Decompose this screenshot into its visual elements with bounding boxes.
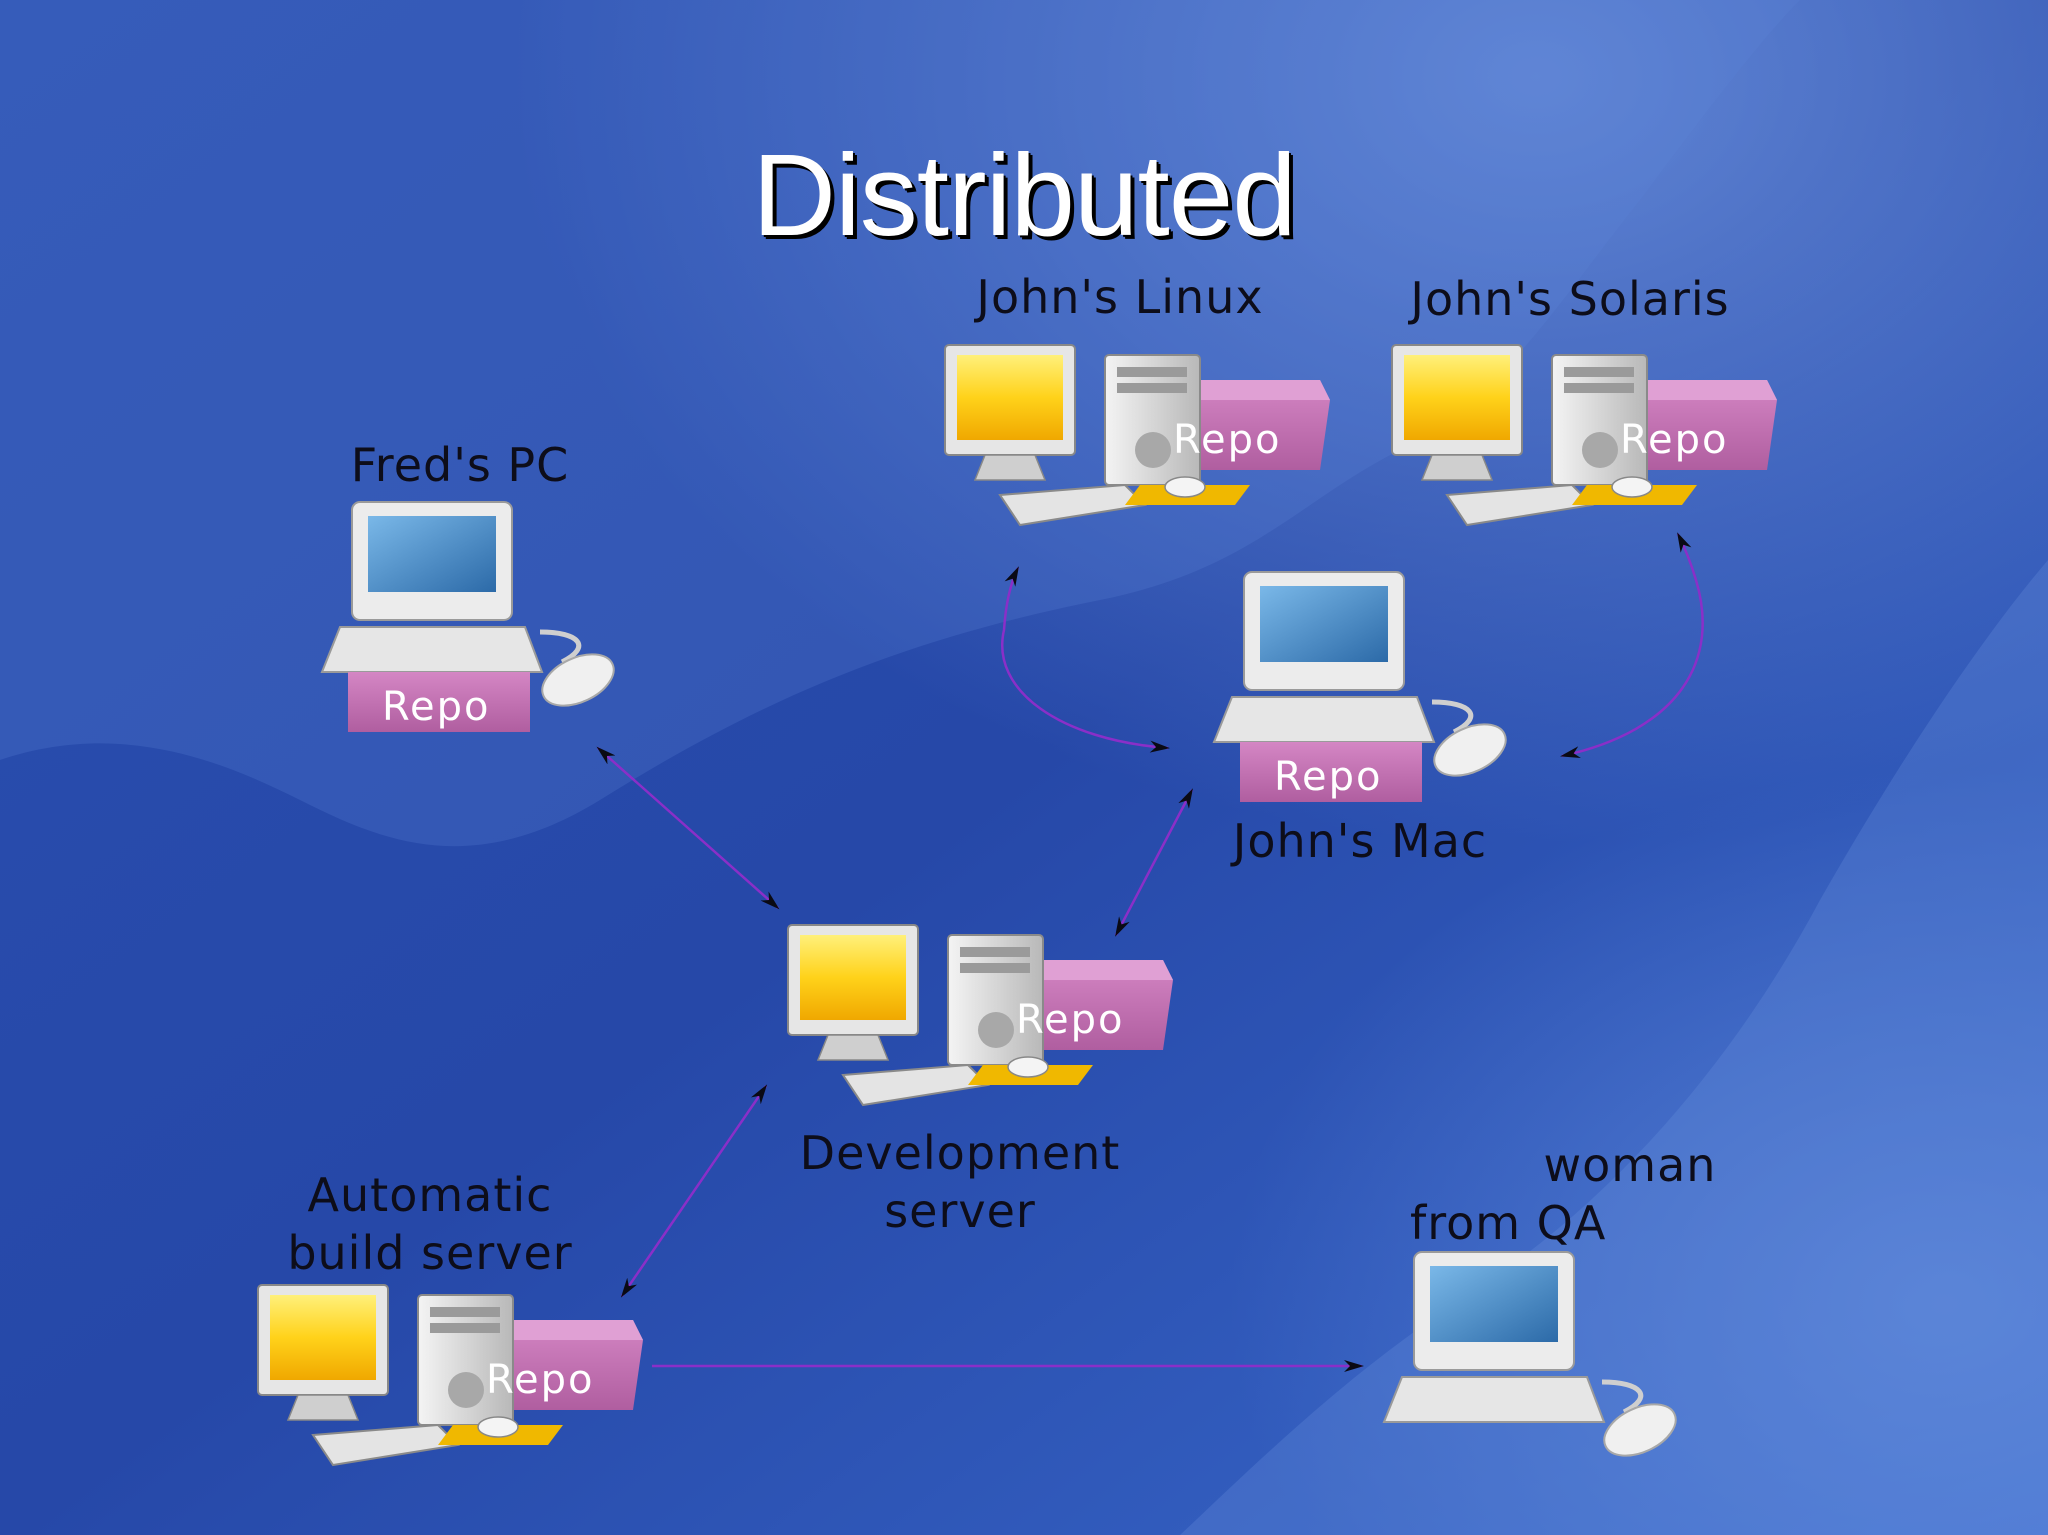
label-dev-server: Development server — [740, 1124, 1180, 1240]
label-line: server — [884, 1184, 1036, 1238]
connectors — [596, 532, 1704, 1372]
repo-label: Repo — [382, 684, 490, 730]
link-fred-dev — [596, 746, 780, 910]
link-mac-solaris — [1560, 532, 1704, 758]
label-line: from QA — [1410, 1196, 1607, 1250]
label-johns-mac: John's Mac — [1232, 814, 1488, 868]
label-freds-pc: Fred's PC — [350, 438, 570, 492]
page-title: Distributed — [752, 130, 1296, 260]
link-build-dev — [620, 1084, 768, 1298]
link-mac-linux — [1001, 566, 1170, 753]
node-johns-linux: Repo — [944, 344, 1331, 526]
repo-label: Repo — [1274, 754, 1382, 800]
node-johns-mac: Repo — [1214, 572, 1514, 802]
node-dev-server: Repo — [787, 924, 1174, 1106]
label-johns-linux: John's Linux — [976, 270, 1264, 324]
label-line: Automatic — [307, 1168, 553, 1222]
label-johns-solaris: John's Solaris — [1410, 272, 1730, 326]
label-line: build server — [287, 1226, 573, 1280]
link-mac-dev — [1114, 788, 1194, 937]
label-build-server: Automatic build server — [240, 1166, 620, 1282]
repo-label: Repo — [1173, 417, 1281, 463]
node-build-server: Repo — [257, 1284, 644, 1466]
label-line: Development — [799, 1126, 1121, 1180]
repo-label: Repo — [1016, 997, 1124, 1043]
node-freds-pc: Repo — [322, 502, 622, 732]
label-qa: woman from QA — [1380, 1136, 1760, 1252]
repo-label: Repo — [1620, 417, 1728, 463]
node-johns-solaris: Repo — [1391, 344, 1778, 526]
repo-label: Repo — [486, 1357, 594, 1403]
label-line: woman — [1543, 1138, 1717, 1192]
